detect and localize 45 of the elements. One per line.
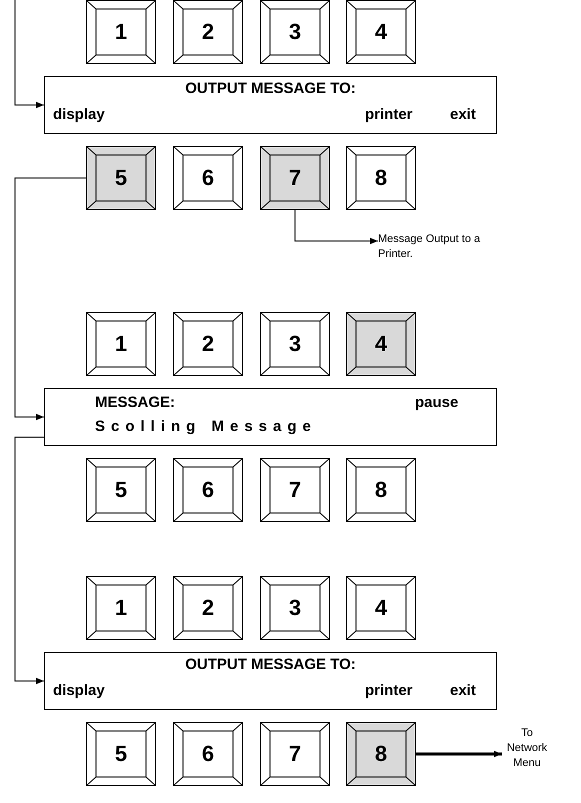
arrow [14,178,86,420]
keypad-key: 6 [173,146,243,210]
keypad-key: 4 [346,0,416,64]
display-heading: OUTPUT MESSAGE TO: [185,80,356,97]
keypad-key: 7 [260,458,330,522]
note-text: Message Output to a Printer. [378,232,488,262]
keypad-key: 1 [86,0,156,64]
display-heading: OUTPUT MESSAGE TO: [185,656,356,673]
keypad-key: 6 [173,722,243,786]
keypad-key: 8 [346,722,416,786]
keypad-key: 2 [173,312,243,376]
keypad-key: 4 [346,576,416,640]
note-text: To Network Menu [502,726,552,771]
keypad-key: 6 [173,458,243,522]
keypad-key: 3 [260,312,330,376]
keypad-key: 3 [260,0,330,64]
lcd-display [44,388,497,446]
lcd-display [44,652,497,710]
lcd-display [44,76,497,134]
keypad-key: 4 [346,312,416,376]
arrow [14,436,44,684]
scrolling-message: Scolling Message [95,418,317,435]
keypad-key: 5 [86,146,156,210]
keypad-key: 2 [173,576,243,640]
keypad-key: 7 [260,722,330,786]
menu-option: exit [450,682,476,699]
display-heading: MESSAGE: [95,394,176,411]
keypad-key: 5 [86,722,156,786]
keypad-key: 3 [260,576,330,640]
arrow [416,750,502,758]
menu-option: pause [415,394,458,411]
keypad-key: 1 [86,576,156,640]
keypad-key: 8 [346,146,416,210]
keypad-key: 5 [86,458,156,522]
keypad-key: 1 [86,312,156,376]
keypad-key: 2 [173,0,243,64]
menu-option: printer [365,682,413,699]
menu-option: exit [450,106,476,123]
arrow [14,0,44,108]
arrow [294,210,378,244]
menu-option: display [53,106,105,123]
keypad-key: 7 [260,146,330,210]
keypad-key: 8 [346,458,416,522]
menu-option: display [53,682,105,699]
menu-option: printer [365,106,413,123]
